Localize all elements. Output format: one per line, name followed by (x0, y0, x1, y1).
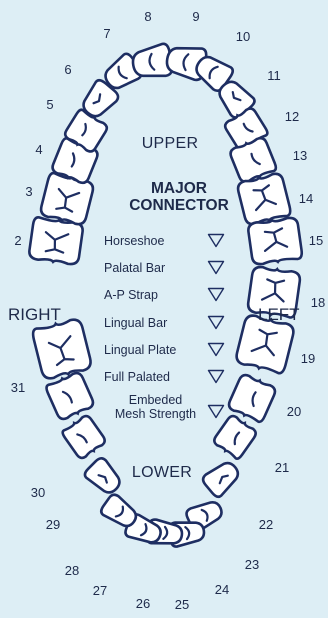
tooth-15[interactable] (247, 217, 302, 266)
upper-tooth-number-6: 6 (64, 63, 71, 77)
upper-tooth-number-8: 8 (144, 10, 151, 24)
upper-tooth-number-2: 2 (14, 234, 21, 248)
tooth-15-crown (247, 217, 302, 266)
lower-tooth-number-25: 25 (175, 598, 189, 612)
triangle-down-icon[interactable] (207, 342, 225, 357)
upper-tooth-number-5: 5 (46, 98, 53, 112)
upper-tooth-number-7: 7 (103, 27, 110, 41)
upper-tooth-number-12: 12 (285, 110, 299, 124)
tooth-29[interactable] (61, 414, 107, 460)
lower-tooth-number-27: 27 (93, 584, 107, 598)
major-connector-title-line1: MAJOR (104, 180, 254, 197)
left-side-label: LEFT (258, 306, 300, 324)
lower-tooth-number-29: 29 (46, 518, 60, 532)
major-connector-title: MAJOR CONNECTOR (104, 180, 254, 214)
upper-tooth-number-15: 15 (309, 234, 323, 248)
option-label: Palatal Bar (104, 261, 207, 275)
upper-tooth-number-9: 9 (192, 10, 199, 24)
option-lingual-bar[interactable]: Lingual Bar (104, 315, 225, 330)
triangle-down-icon[interactable] (207, 260, 225, 275)
lower-tooth-number-23: 23 (245, 558, 259, 572)
option-label: Embeded Mesh Strength (104, 393, 207, 421)
option-horseshoe[interactable]: Horseshoe (104, 233, 225, 248)
option-label: Full Palated (104, 370, 207, 384)
option-label-line1: Embeded (104, 393, 207, 407)
triangle-down-icon[interactable] (207, 315, 225, 330)
upper-tooth-number-3: 3 (25, 185, 32, 199)
upper-tooth-number-4: 4 (35, 143, 42, 157)
lower-tooth-number-22: 22 (259, 518, 273, 532)
triangle-down-icon[interactable] (207, 369, 225, 384)
option-full-palated[interactable]: Full Palated (104, 369, 225, 384)
upper-arch-label: UPPER (142, 135, 199, 153)
tooth-31[interactable] (31, 318, 92, 381)
lower-tooth-number-30: 30 (31, 486, 45, 500)
tooth-22[interactable] (201, 457, 244, 499)
tooth-28[interactable] (83, 456, 125, 498)
lower-tooth-number-28: 28 (65, 564, 79, 578)
option-embeded-mesh-strength[interactable]: Embeded Mesh Strength (104, 393, 225, 421)
lower-tooth-number-31: 31 (11, 381, 25, 395)
option-label: Lingual Plate (104, 343, 207, 357)
upper-tooth-number-14: 14 (299, 192, 313, 206)
right-side-label: RIGHT (8, 306, 61, 324)
lower-tooth-number-21: 21 (275, 461, 289, 475)
upper-tooth-number-11: 11 (267, 69, 281, 83)
option-label: Horseshoe (104, 234, 207, 248)
lower-arch-label: LOWER (132, 464, 192, 482)
triangle-down-icon[interactable] (207, 287, 225, 302)
triangle-down-icon[interactable] (207, 233, 225, 248)
lower-tooth-number-19: 19 (301, 352, 315, 366)
option-lingual-plate[interactable]: Lingual Plate (104, 342, 225, 357)
option-label: A-P Strap (104, 288, 207, 302)
option-palatal-bar[interactable]: Palatal Bar (104, 260, 225, 275)
lower-tooth-number-26: 26 (136, 597, 150, 611)
lower-tooth-number-18: 18 (311, 296, 325, 310)
tooth-31-crown (31, 318, 92, 381)
lower-tooth-number-24: 24 (215, 583, 229, 597)
major-connector-title-line2: CONNECTOR (104, 197, 254, 214)
option-label-line2: Mesh Strength (104, 407, 207, 421)
lower-tooth-number-20: 20 (287, 405, 301, 419)
upper-tooth-number-13: 13 (293, 149, 307, 163)
option-a-p-strap[interactable]: A-P Strap (104, 287, 225, 302)
upper-tooth-number-10: 10 (236, 30, 250, 44)
triangle-down-icon[interactable] (207, 404, 225, 419)
option-label: Lingual Bar (104, 316, 207, 330)
